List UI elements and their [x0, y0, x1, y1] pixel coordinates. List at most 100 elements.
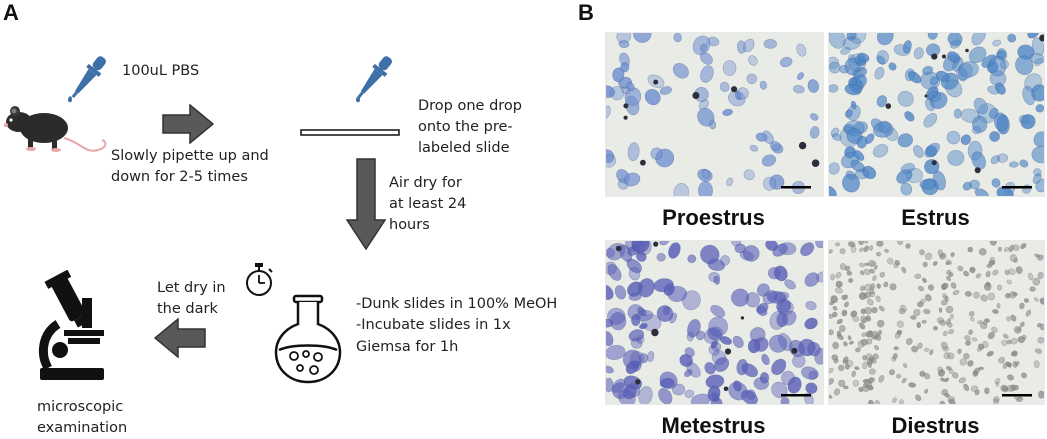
cell	[1038, 390, 1044, 399]
cell	[713, 275, 720, 285]
cell	[916, 322, 922, 329]
cell	[638, 353, 649, 364]
cell	[917, 342, 923, 349]
down-arrow-icon	[346, 158, 386, 250]
cell	[924, 347, 930, 352]
cell	[805, 300, 817, 311]
cell	[830, 127, 840, 138]
cell	[844, 265, 851, 272]
cell	[708, 345, 720, 356]
cell	[878, 375, 885, 383]
cell	[918, 285, 924, 292]
cell	[846, 33, 857, 41]
debris	[885, 103, 892, 109]
cell	[865, 315, 872, 322]
cell	[808, 370, 818, 380]
cell	[851, 370, 856, 378]
cell	[869, 283, 876, 290]
slide-icon	[300, 129, 400, 136]
cell	[977, 320, 983, 325]
cell	[900, 163, 915, 174]
cell	[984, 387, 990, 395]
cell	[631, 241, 650, 253]
cell	[912, 145, 924, 158]
cell	[830, 273, 836, 281]
cell	[923, 308, 931, 315]
cell	[844, 109, 853, 118]
cell	[796, 72, 805, 81]
cell	[843, 341, 848, 347]
cell	[844, 83, 862, 96]
cell	[970, 385, 979, 392]
cell	[873, 121, 894, 138]
cell	[848, 278, 854, 283]
cell	[833, 388, 841, 396]
cell	[623, 385, 637, 400]
cell	[684, 347, 695, 358]
cell	[876, 241, 884, 247]
cell	[964, 335, 971, 341]
cell	[719, 336, 732, 345]
cell	[893, 346, 899, 351]
cell	[869, 261, 877, 267]
cell	[936, 317, 944, 324]
cell	[1027, 272, 1034, 281]
cell	[952, 57, 964, 72]
cell	[1009, 254, 1018, 262]
cell	[815, 241, 823, 249]
cell	[945, 79, 963, 98]
cell	[952, 372, 959, 379]
cell	[965, 340, 972, 346]
cell	[900, 182, 913, 196]
cell	[964, 291, 972, 297]
mouse-icon	[4, 106, 107, 152]
cell	[672, 383, 686, 396]
cell	[769, 174, 785, 190]
cell	[829, 33, 846, 49]
cell	[874, 400, 880, 404]
cell	[612, 67, 625, 83]
debris	[653, 241, 659, 247]
cell	[761, 154, 777, 167]
cell	[672, 63, 689, 79]
cell	[1005, 361, 1012, 367]
cell	[980, 321, 988, 330]
cell	[876, 50, 889, 65]
cell	[719, 81, 730, 93]
scale-bar	[781, 186, 811, 189]
cell	[858, 386, 864, 393]
cell	[940, 341, 948, 350]
scale-bar	[781, 394, 811, 397]
cell	[932, 261, 938, 266]
cell	[878, 120, 891, 133]
cell	[769, 141, 781, 151]
cell	[640, 241, 649, 246]
cell	[960, 134, 972, 146]
cell	[606, 365, 614, 374]
cell	[829, 162, 840, 175]
pbs-label: 100uL PBS	[122, 63, 200, 79]
cell	[884, 248, 889, 253]
cell	[905, 337, 913, 346]
cell	[924, 294, 932, 302]
cell	[698, 181, 713, 196]
cell	[1001, 339, 1008, 346]
cell	[707, 327, 722, 341]
cell	[722, 60, 737, 76]
cell	[978, 248, 987, 256]
cell	[946, 276, 951, 282]
cell	[987, 85, 1000, 95]
cell	[836, 318, 843, 325]
cell	[636, 309, 654, 322]
cell	[927, 284, 935, 291]
cell	[1033, 168, 1042, 177]
cell	[684, 369, 693, 378]
cell	[606, 105, 611, 120]
cell	[780, 397, 790, 404]
cell	[628, 292, 642, 301]
cell	[743, 245, 760, 262]
cell	[692, 35, 711, 56]
cell	[656, 252, 666, 262]
cell	[996, 153, 1009, 163]
cell	[924, 142, 940, 158]
